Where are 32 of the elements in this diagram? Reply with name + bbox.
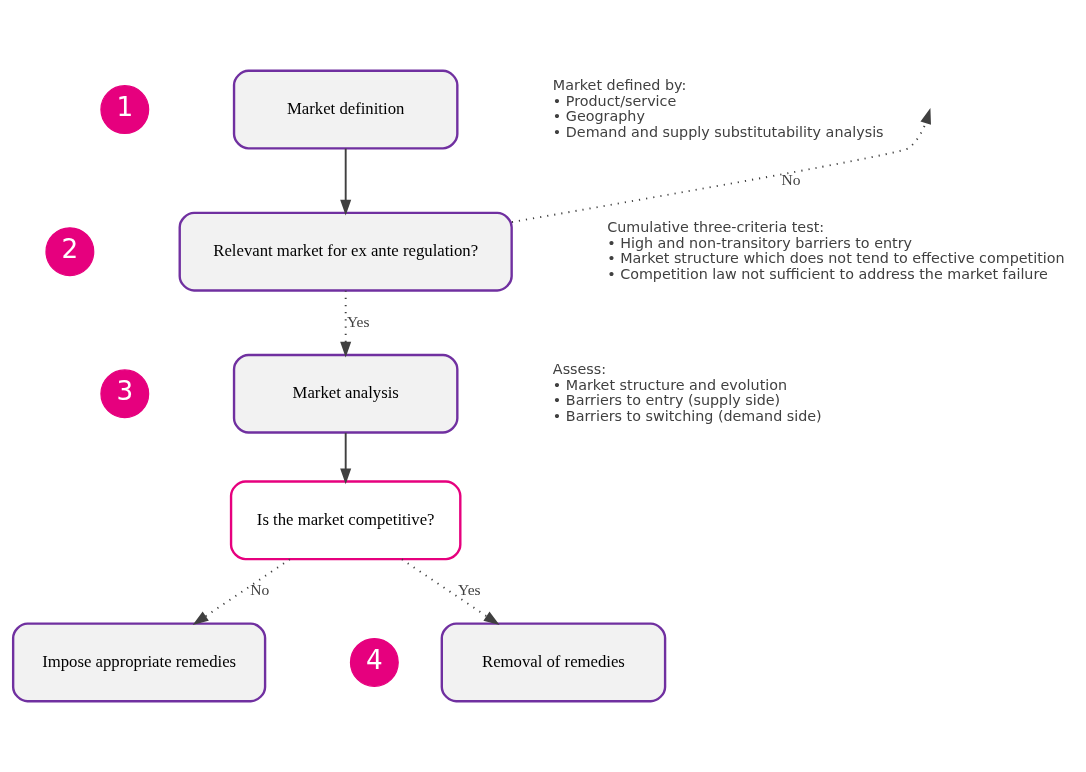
node-circle: 4 <box>349 637 399 687</box>
node-label: Assess: <box>552 361 607 378</box>
node-label: • Competition law not sufficient to address the market failure <box>607 265 1048 282</box>
node-circle: 1 <box>100 85 150 135</box>
arrow <box>340 147 352 216</box>
node-circle: 2 <box>45 227 95 277</box>
arrow <box>340 431 352 485</box>
arrow <box>340 289 352 358</box>
node-label: • Market structure which does not tend to effective competition <box>607 250 1065 267</box>
node-label: • Demand and supply substitutability analysis <box>552 123 884 140</box>
arrow <box>510 108 931 223</box>
node-box: Impose appropriate remedies <box>11 622 267 703</box>
node-label: • Barriers to entry (supply side) <box>552 392 781 409</box>
node-label: • Barriers to switching (demand side) <box>552 407 822 424</box>
node-label: Cumulative three-criteria test: <box>607 219 825 236</box>
node-label: • Market structure and evolution <box>552 376 788 393</box>
node-box: Removal of remedies <box>440 622 667 703</box>
arrow <box>192 558 291 625</box>
node-box: Relevant market for ex ante regulation? <box>178 211 513 292</box>
node-box: Market definition <box>232 69 459 150</box>
edge-label: No <box>250 581 270 599</box>
node-label: • High and non-transitory barriers to entry <box>607 234 913 251</box>
arrow <box>400 558 500 625</box>
node-label: • Product/service <box>552 92 677 109</box>
node-label: Market defined by: <box>552 77 687 93</box>
node-box: Market analysis <box>232 353 459 434</box>
node-box: Is the market competitive? <box>229 480 462 561</box>
edge-label: No <box>781 170 801 188</box>
node-label: • Geography <box>552 108 645 125</box>
node-circle: 3 <box>100 369 150 419</box>
edge-label: Yes <box>457 581 481 599</box>
edge-label: Yes <box>346 312 370 330</box>
